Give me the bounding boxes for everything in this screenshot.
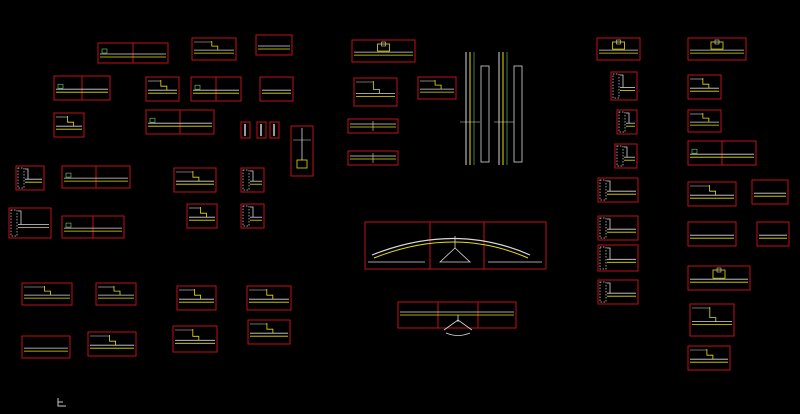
detail-section[interactable] (687, 74, 722, 100)
wall-panel-strip-bottom[interactable] (347, 150, 399, 166)
detail-section[interactable] (687, 181, 737, 207)
detail-section[interactable] (145, 76, 180, 102)
detail-section[interactable] (751, 179, 789, 205)
detail-section[interactable] (240, 167, 265, 193)
detail-section[interactable] (15, 165, 45, 191)
detail-section[interactable] (173, 167, 217, 193)
detail-section[interactable] (417, 76, 457, 100)
detail-section[interactable] (689, 303, 735, 337)
detail-section[interactable] (21, 282, 73, 306)
detail-section[interactable] (247, 319, 291, 345)
detail-section[interactable] (8, 207, 52, 239)
detail-section[interactable] (95, 282, 137, 306)
detail-section[interactable] (687, 140, 757, 166)
detail-section[interactable] (756, 221, 790, 247)
detail-section[interactable] (597, 177, 639, 203)
detail-section[interactable] (353, 77, 398, 107)
detail-section[interactable] (596, 37, 641, 61)
detail-section[interactable] (186, 203, 218, 229)
ucs-icon (57, 397, 67, 410)
detail-section[interactable] (597, 244, 639, 272)
detail-section[interactable] (616, 109, 638, 135)
detail-section[interactable] (255, 34, 293, 56)
column-detail-group[interactable] (240, 121, 280, 139)
detail-section[interactable] (172, 325, 218, 353)
detail-section[interactable] (351, 39, 416, 63)
detail-section[interactable] (687, 221, 737, 247)
detail-section[interactable] (97, 42, 169, 64)
detail-section[interactable] (614, 143, 638, 169)
detail-section[interactable] (53, 112, 85, 138)
suspension-rod-detail[interactable] (290, 125, 314, 177)
detail-section[interactable] (687, 265, 751, 291)
detail-section[interactable] (61, 165, 131, 189)
detail-section[interactable] (145, 109, 215, 135)
detail-section[interactable] (687, 109, 722, 133)
detail-section[interactable] (53, 75, 111, 101)
detail-section[interactable] (597, 215, 639, 241)
detail-section[interactable] (191, 37, 237, 61)
detail-section[interactable] (240, 203, 265, 229)
detail-section[interactable] (246, 285, 292, 311)
detail-section[interactable] (61, 215, 125, 239)
detail-section[interactable] (597, 279, 639, 305)
detail-section[interactable] (176, 285, 217, 311)
wall-panel-strip-top[interactable] (347, 118, 399, 134)
pendant-light-section[interactable] (397, 301, 517, 336)
arched-ceiling-section[interactable] (364, 221, 547, 270)
vertical-panel-group[interactable] (460, 52, 523, 165)
detail-section[interactable] (87, 331, 137, 357)
detail-section[interactable] (687, 345, 731, 371)
detail-section[interactable] (259, 76, 294, 102)
detail-section[interactable] (610, 71, 638, 101)
detail-section[interactable] (21, 335, 71, 359)
detail-sections (8, 34, 790, 371)
detail-section[interactable] (687, 37, 747, 61)
detail-section[interactable] (190, 76, 242, 102)
